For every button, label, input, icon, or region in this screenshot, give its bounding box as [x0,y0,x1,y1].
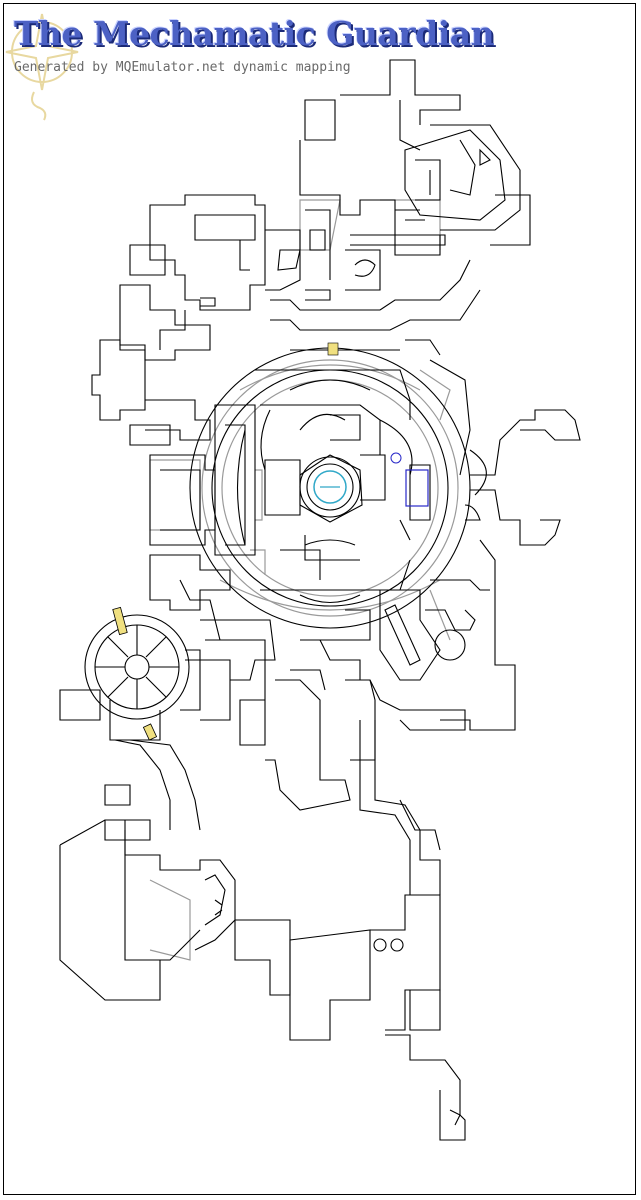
compass-logo-icon [5,13,79,121]
accent-markers [112,342,429,741]
lower-level-walls [149,199,459,961]
map-frame [3,3,636,1195]
map-title: The Mechamatic Guardian [14,14,495,53]
map-subtitle: Generated by MQEmulator.net dynamic mapp… [14,60,351,75]
upper-level-walls [59,59,581,1141]
